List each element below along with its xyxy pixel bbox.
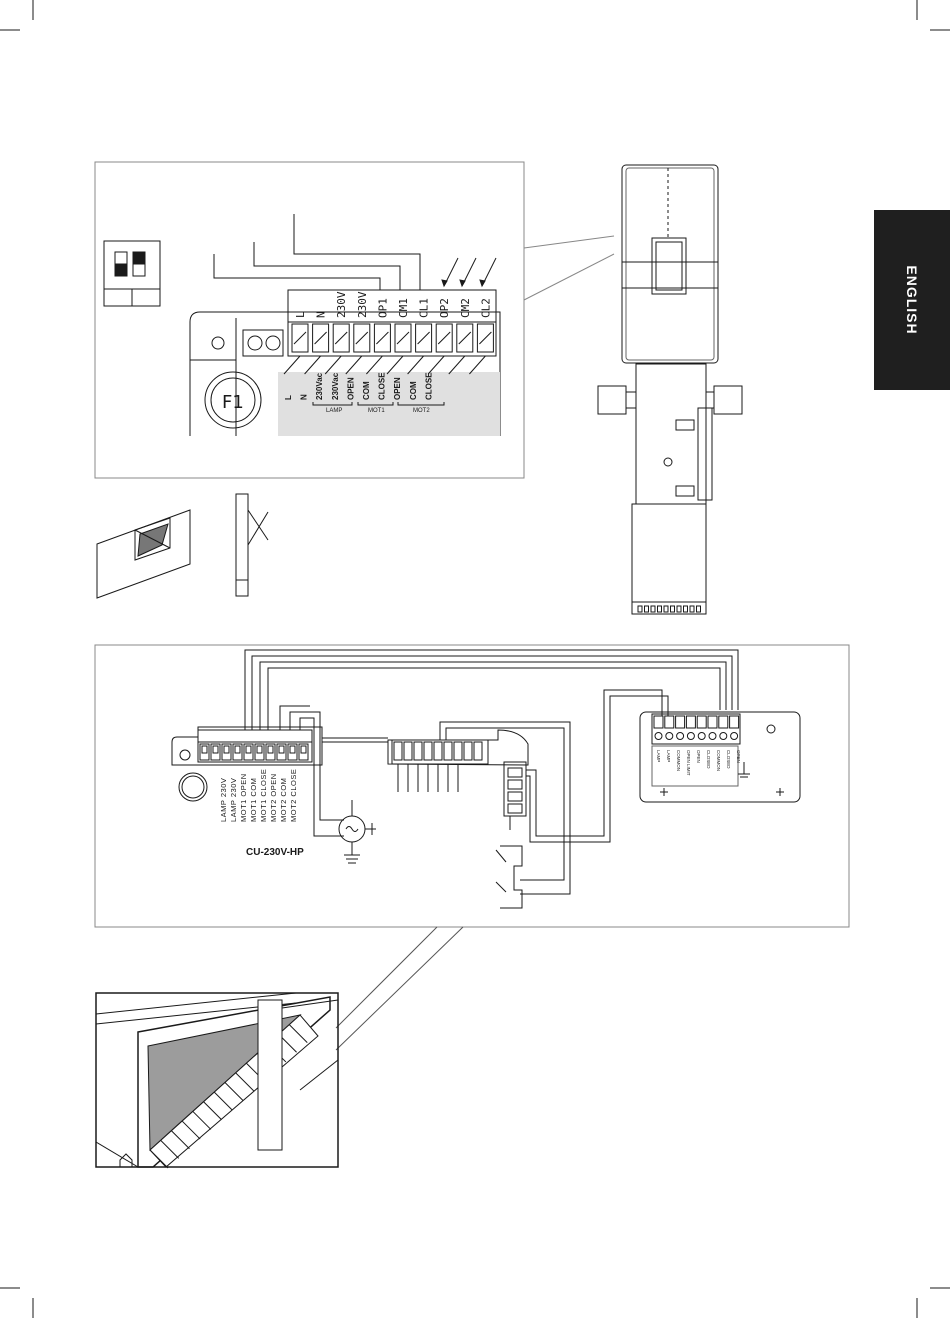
installation-photo bbox=[96, 993, 338, 1168]
control-unit-name: CU-230V-HP bbox=[246, 847, 304, 858]
motor-terminal-label: LAMP bbox=[666, 750, 671, 762]
gate-sketch-side bbox=[236, 494, 268, 596]
motor-terminal-label: CLOSED bbox=[726, 750, 731, 769]
terminal-top-label: CL1 bbox=[418, 298, 431, 318]
wiring-terminal-label: LAMP 230V bbox=[229, 778, 238, 822]
wiring-terminal-label: MOT2 CLOSE bbox=[289, 769, 298, 822]
switch-sketch bbox=[496, 846, 522, 908]
terminal-group-label: MOT2 bbox=[413, 408, 430, 414]
terminal-bottom-label: CLOSE bbox=[424, 372, 433, 400]
terminal-top-label: 230V bbox=[356, 291, 369, 318]
motor-terminal-label: COMMON bbox=[716, 750, 721, 771]
motor-unit bbox=[598, 165, 742, 614]
terminal-top-label: OP2 bbox=[438, 298, 451, 318]
wiring-terminal-label: LAMP 230V bbox=[219, 778, 228, 822]
terminal-top-label: 230V bbox=[335, 291, 348, 318]
motor-terminal-label: CLOSED bbox=[706, 750, 711, 769]
fuse-label: F1 bbox=[222, 392, 244, 413]
terminal-bottom-label: COM bbox=[409, 381, 418, 400]
wiring-terminal-label: MOT1 CLOSE bbox=[259, 769, 268, 822]
wiring-terminal-label: MOT2 COM bbox=[279, 778, 288, 822]
wiring-terminal-label: MOT1 OPEN bbox=[239, 773, 248, 822]
terminal-top-label: N bbox=[315, 311, 328, 318]
terminal-group-label: MOT1 bbox=[368, 408, 385, 414]
terminal-bottom-label: 230Vac bbox=[331, 372, 340, 400]
terminal-top-label: CM2 bbox=[459, 298, 472, 318]
wiring-terminal-label: MOT2 OPEN bbox=[269, 773, 278, 822]
gate-sketch-front bbox=[97, 510, 190, 598]
terminal-bottom-label: N bbox=[300, 394, 309, 400]
motor-terminal-label: OPEN bbox=[736, 750, 741, 763]
terminal-top-label: OP1 bbox=[376, 298, 389, 318]
terminal-top-label: CM1 bbox=[397, 298, 410, 318]
receiver-board bbox=[388, 730, 528, 816]
terminal-bottom-label: OPEN bbox=[393, 377, 402, 400]
terminal-bottom-label: 230Vac bbox=[315, 372, 324, 400]
motor-terminal-label: OPEN LIMIT bbox=[686, 750, 691, 776]
dip-switch bbox=[104, 241, 160, 306]
motor-terminal-label: LAMP bbox=[656, 750, 661, 762]
terminal-top-label: L bbox=[294, 311, 307, 318]
language-tab: ENGLISH bbox=[874, 210, 950, 390]
terminal-bottom-label: L bbox=[284, 395, 293, 400]
terminal-top-label: CL2 bbox=[479, 298, 492, 318]
motor-terminal-label: COMMON bbox=[676, 750, 681, 771]
wiring-terminal-label: MOT1 COM bbox=[249, 778, 258, 822]
terminal-bottom-label: OPEN bbox=[346, 377, 355, 400]
terminal-group-label: LAMP bbox=[326, 408, 342, 414]
motor-terminal-label: OPEN bbox=[696, 750, 701, 763]
language-tab-label: ENGLISH bbox=[904, 265, 920, 334]
terminal-bottom-label: CLOSE bbox=[378, 372, 387, 400]
terminal-bottom-label: COM bbox=[362, 381, 371, 400]
